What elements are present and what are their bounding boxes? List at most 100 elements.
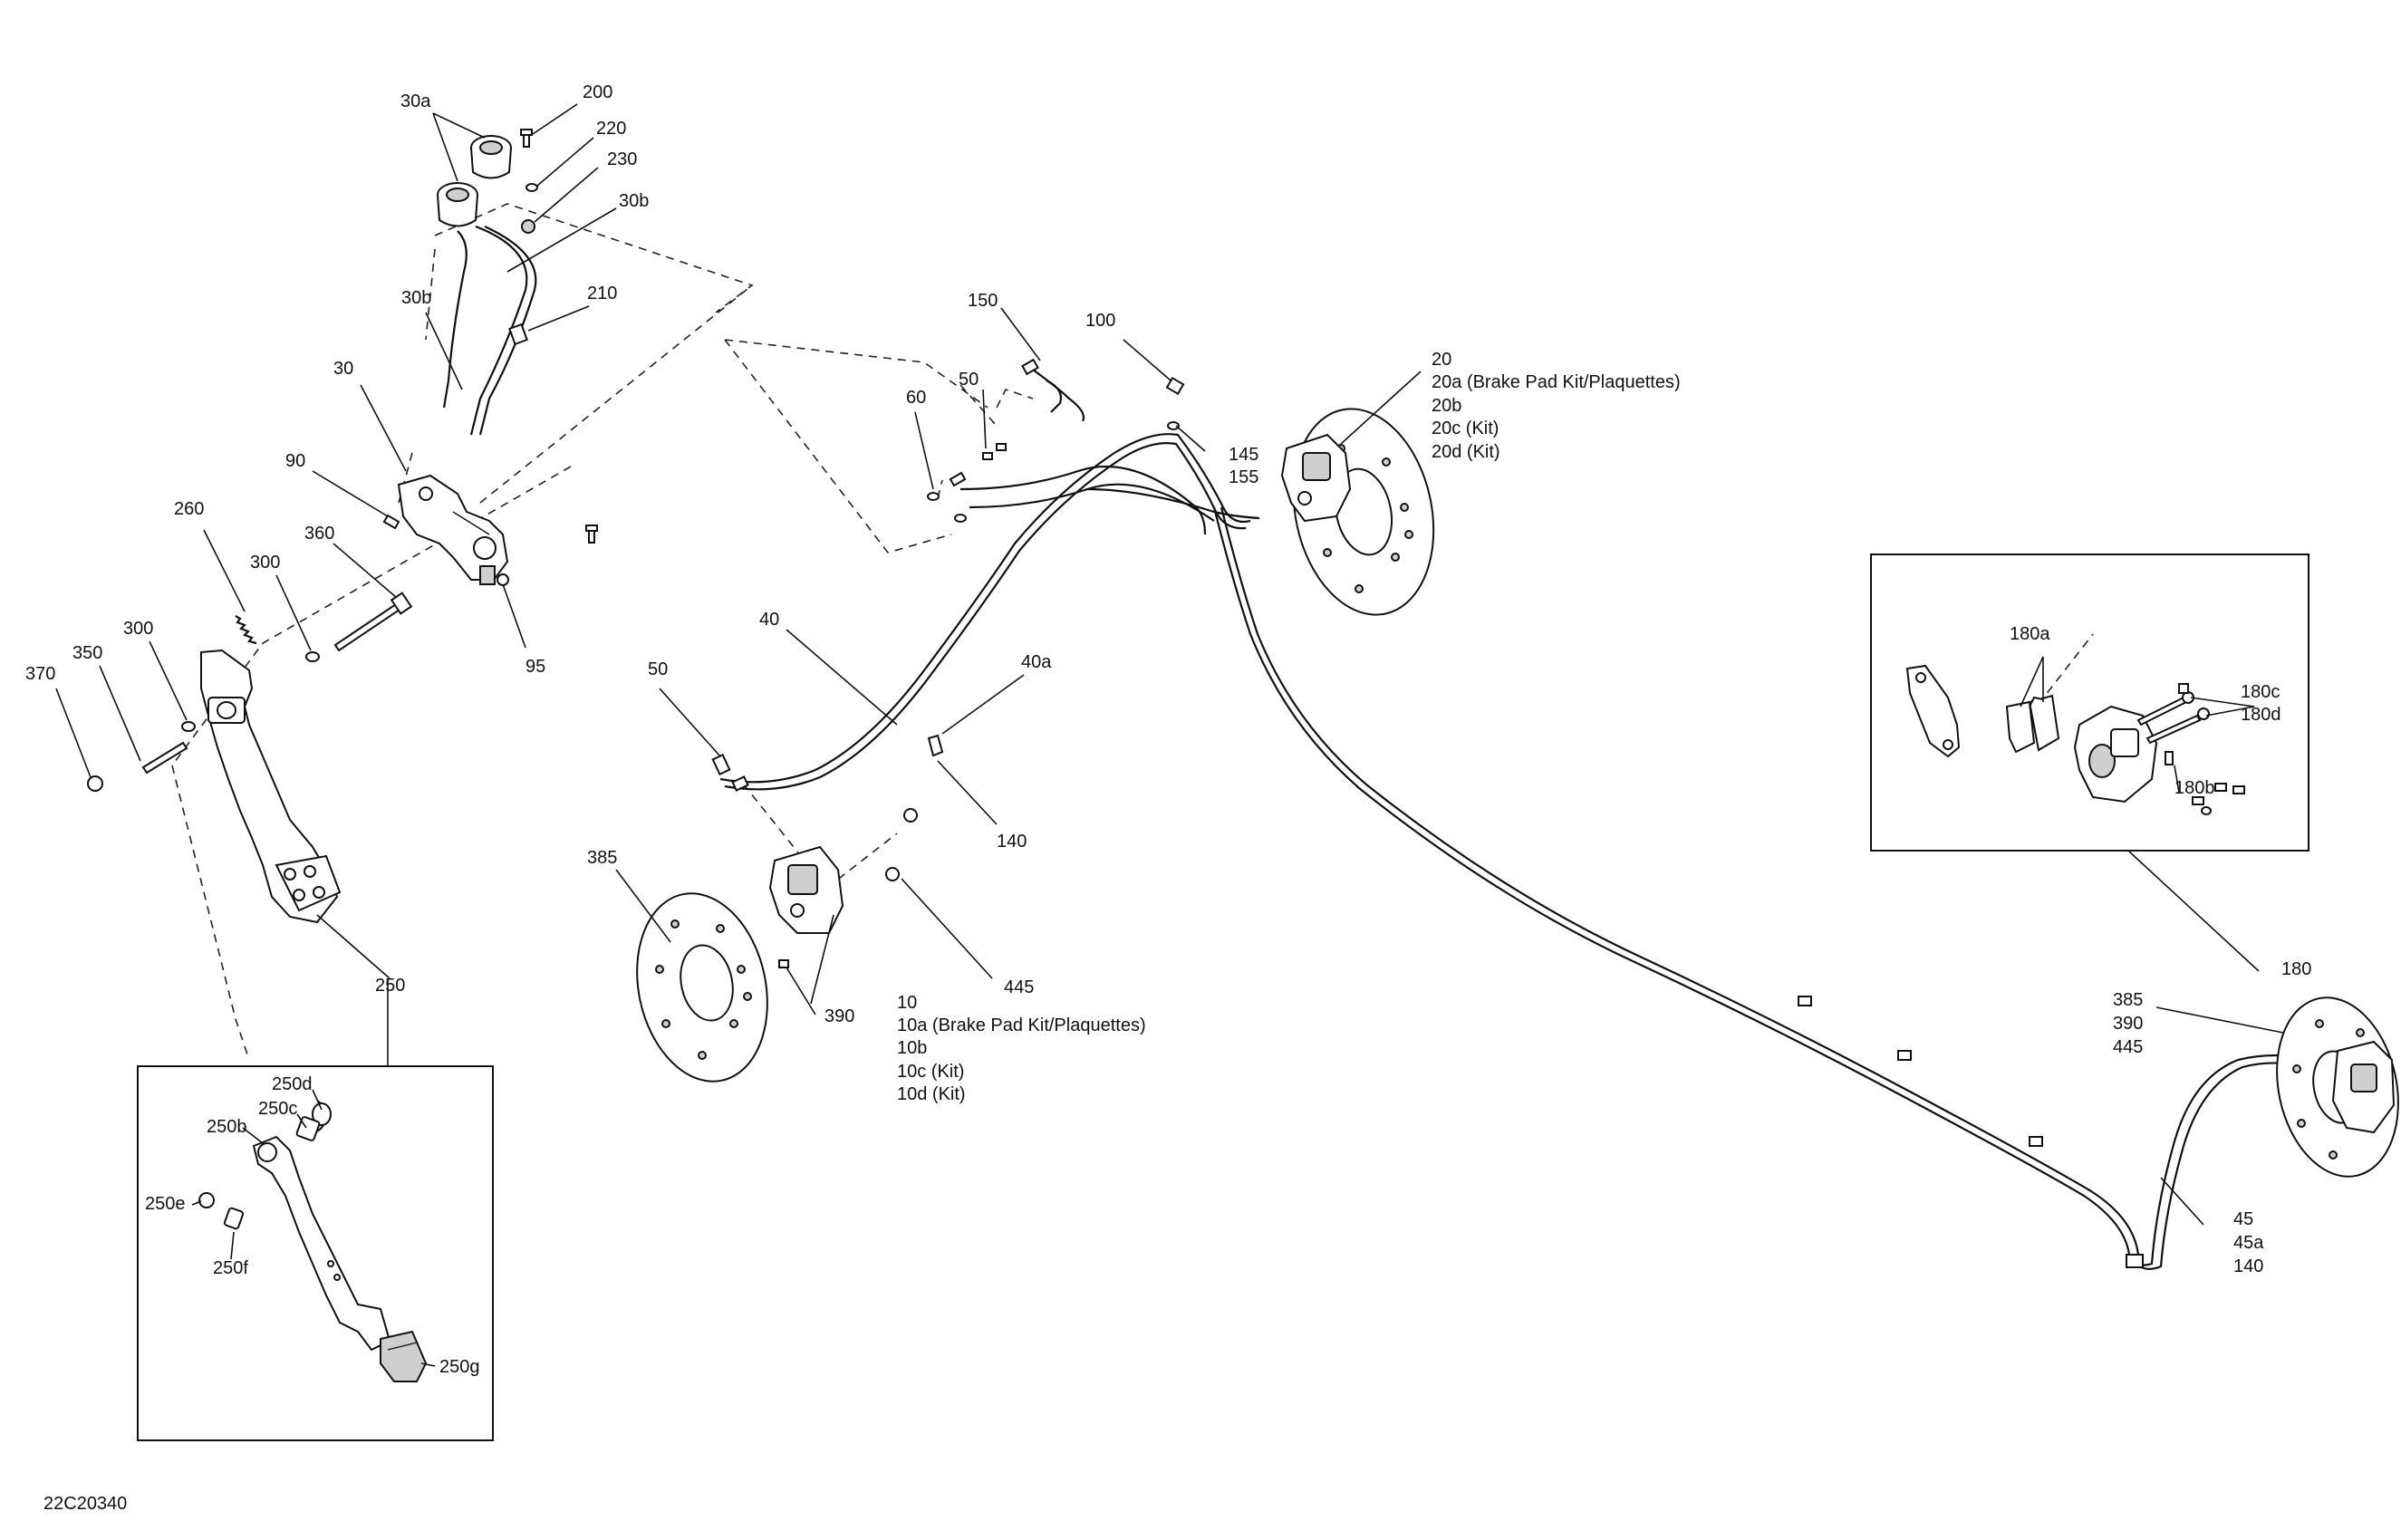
detail-box-180 bbox=[1870, 553, 2309, 852]
callout-10a: 10a (Brake Pad Kit/Plaquettes) bbox=[897, 1015, 1146, 1035]
washer-300-upper bbox=[305, 651, 320, 662]
callout-155: 155 bbox=[1229, 467, 1258, 487]
callout-180a: 180a bbox=[2010, 624, 2050, 644]
reservoir-hoses-30b bbox=[442, 225, 537, 436]
brake-line-40 bbox=[719, 433, 1260, 791]
callout-300-lower: 300 bbox=[123, 619, 153, 639]
assembly-dashed-lines bbox=[171, 203, 2094, 1061]
caliper-body-180 bbox=[2073, 705, 2158, 804]
bolt-360 bbox=[333, 592, 413, 652]
callout-20b: 20b bbox=[1432, 396, 1461, 416]
callout-50-top: 50 bbox=[959, 370, 979, 390]
callout-350: 350 bbox=[72, 643, 102, 663]
rear-brake-line bbox=[1212, 506, 2140, 1256]
washer-60-lower bbox=[954, 514, 967, 523]
callout-30b-top: 30b bbox=[619, 191, 649, 211]
callout-250e: 250e bbox=[145, 1194, 186, 1214]
callout-250b: 250b bbox=[207, 1117, 247, 1137]
brake-pedal-250 bbox=[200, 649, 342, 924]
callout-300-upper: 300 bbox=[250, 553, 280, 573]
rear-hose-45 bbox=[2126, 1054, 2320, 1270]
callout-90: 90 bbox=[285, 451, 305, 471]
sleeve-210 bbox=[508, 322, 528, 346]
callout-150: 150 bbox=[968, 291, 998, 311]
callout-250g: 250g bbox=[439, 1357, 480, 1377]
pedal-arm-detail bbox=[252, 1135, 391, 1352]
callout-210: 210 bbox=[587, 284, 617, 303]
washer-300-lower bbox=[181, 721, 196, 732]
reservoir-30a-lower bbox=[437, 182, 478, 227]
callout-20d: 20d (Kit) bbox=[1432, 442, 1500, 462]
callout-385-left: 385 bbox=[587, 848, 617, 868]
callout-140: 140 bbox=[997, 832, 1027, 852]
callout-10d: 10d (Kit) bbox=[897, 1084, 966, 1104]
callout-20a: 20a (Brake Pad Kit/Plaquettes) bbox=[1432, 372, 1681, 392]
caliper-20 bbox=[1280, 433, 1352, 523]
callout-360: 360 bbox=[304, 524, 334, 544]
callout-250c: 250c bbox=[258, 1099, 297, 1119]
screw-390-left bbox=[778, 959, 789, 968]
leader-lines bbox=[55, 103, 2284, 1367]
caliper-rear bbox=[2331, 1040, 2396, 1134]
callout-20: 20 bbox=[1432, 350, 1451, 370]
callout-30a: 30a bbox=[400, 91, 431, 111]
fitting-60 bbox=[927, 492, 940, 501]
detail-box-250 bbox=[137, 1065, 494, 1441]
callout-10: 10 bbox=[897, 993, 917, 1013]
callout-445-right: 445 bbox=[2113, 1037, 2143, 1057]
fitting-50-mid bbox=[711, 753, 749, 792]
fitting-100 bbox=[1165, 376, 1185, 396]
fittings-50-top bbox=[949, 443, 1007, 487]
callout-30b-left: 30b bbox=[401, 288, 431, 308]
washer-220 bbox=[526, 183, 538, 192]
callout-260: 260 bbox=[174, 499, 204, 519]
bleeder-180b bbox=[2165, 751, 2245, 815]
callout-30: 30 bbox=[333, 359, 353, 379]
master-cylinder-30 bbox=[397, 474, 509, 585]
callout-60: 60 bbox=[906, 388, 926, 408]
clamp-230 bbox=[521, 219, 535, 234]
callout-40a: 40a bbox=[1021, 652, 1052, 672]
callout-445-left: 445 bbox=[1004, 977, 1034, 997]
callout-390-left: 390 bbox=[824, 1006, 854, 1026]
callout-40: 40 bbox=[759, 610, 779, 630]
callout-250d: 250d bbox=[272, 1074, 313, 1094]
callout-95: 95 bbox=[526, 657, 545, 677]
callout-385-right: 385 bbox=[2113, 990, 2143, 1010]
bolt-90 bbox=[382, 514, 400, 530]
brake-pads-180a bbox=[2005, 694, 2060, 754]
callout-140-right: 140 bbox=[2233, 1256, 2263, 1276]
callout-10b: 10b bbox=[897, 1038, 927, 1058]
callout-200: 200 bbox=[583, 82, 612, 102]
callout-20c: 20c (Kit) bbox=[1432, 419, 1499, 438]
callout-45: 45 bbox=[2233, 1209, 2253, 1229]
callout-250f: 250f bbox=[213, 1258, 248, 1278]
pedal-pad-250g bbox=[380, 1330, 428, 1382]
bolt-445-left bbox=[885, 808, 918, 881]
washer-250e bbox=[198, 1192, 215, 1208]
callout-45a: 45a bbox=[2233, 1233, 2264, 1253]
pin-350 bbox=[141, 741, 188, 775]
screw-200 bbox=[520, 129, 533, 148]
callout-180c: 180c bbox=[2241, 682, 2280, 702]
brake-hose-150 bbox=[1021, 358, 1085, 422]
spring-260 bbox=[235, 615, 257, 645]
clevis-pin-95 bbox=[497, 573, 509, 586]
callout-180b: 180b bbox=[2174, 778, 2215, 798]
callout-100: 100 bbox=[1085, 311, 1115, 331]
disc-left-front-385 bbox=[636, 892, 768, 1083]
bushing-250f bbox=[223, 1207, 245, 1230]
caliper-bracket-180 bbox=[1905, 664, 1961, 758]
nut-370 bbox=[87, 775, 103, 792]
drawing-number: 22C20340 bbox=[43, 1494, 127, 1514]
callout-220: 220 bbox=[596, 119, 626, 139]
callout-145: 145 bbox=[1229, 445, 1258, 465]
callout-180: 180 bbox=[2281, 959, 2311, 979]
bolt-upper-small bbox=[585, 525, 598, 544]
callout-10c: 10c (Kit) bbox=[897, 1062, 964, 1082]
callout-230: 230 bbox=[607, 149, 637, 169]
callout-50-mid: 50 bbox=[648, 659, 668, 679]
callout-390-right: 390 bbox=[2113, 1014, 2143, 1034]
callout-250: 250 bbox=[375, 976, 405, 996]
